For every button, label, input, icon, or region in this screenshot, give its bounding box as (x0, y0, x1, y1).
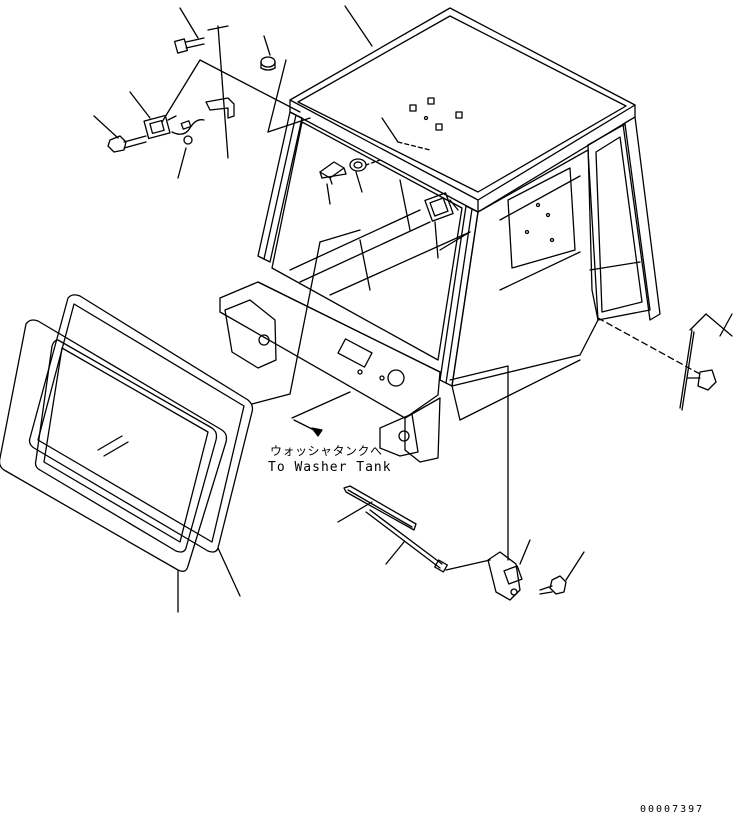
hose-icon (319, 229, 361, 243)
wiring-harness-icon (171, 119, 205, 179)
washer-nozzle-icon (449, 365, 531, 601)
side-mirror-rod-icon (597, 313, 733, 411)
wiper-arm-icon (365, 509, 491, 573)
bushing-icon (349, 158, 381, 193)
document-number: 00007397 (640, 804, 705, 815)
weatherstrip-icon (28, 294, 254, 553)
cap-icon (260, 35, 276, 71)
pin-icon (319, 161, 347, 205)
cab-body-icon (219, 7, 661, 463)
washer-tank-label-en: To Washer Tank (268, 460, 392, 475)
bolt-left-icon (93, 115, 147, 153)
wiper-motor-icon (129, 91, 177, 140)
bracket-icon (205, 97, 235, 119)
front-glass-icon (0, 319, 228, 572)
washer-tank-label-jp: ウォッシャタンクへ (270, 444, 383, 458)
rear-wiper-motor-icon (424, 192, 459, 259)
bolt-bottom-right-icon (539, 551, 585, 595)
wiper-blade-icon (337, 485, 417, 531)
